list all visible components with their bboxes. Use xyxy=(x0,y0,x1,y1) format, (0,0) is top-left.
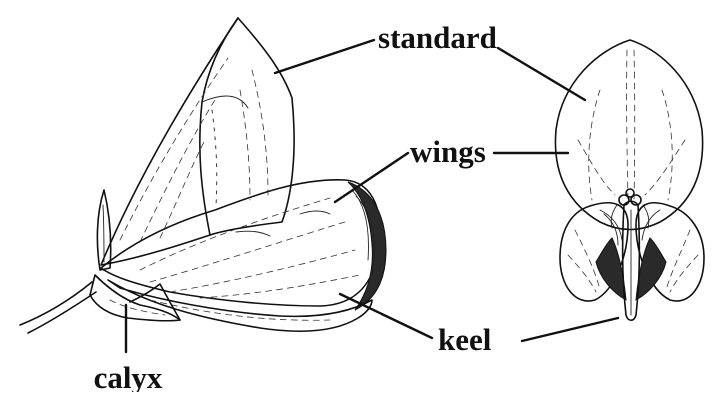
side-standard-petal xyxy=(101,18,294,265)
label-calyx: calyx xyxy=(94,360,163,392)
side-dark-fold xyxy=(348,182,386,310)
front-view-flower xyxy=(555,40,704,320)
label-wings: wings xyxy=(410,134,486,169)
label-keel: keel xyxy=(438,322,492,357)
label-standard: standard xyxy=(378,20,497,55)
standard-leader-line xyxy=(275,40,374,73)
side-stem xyxy=(20,282,96,333)
side-calyx xyxy=(90,190,180,321)
side-view-flower xyxy=(20,18,386,333)
standard-front-leader-line xyxy=(498,48,585,100)
labels: standard wings keel calyx xyxy=(94,20,497,392)
keel-side-leader-line xyxy=(340,294,432,338)
side-keel-petal xyxy=(108,280,372,331)
keel-front-leader-line xyxy=(522,318,618,341)
front-stamens xyxy=(611,189,649,228)
